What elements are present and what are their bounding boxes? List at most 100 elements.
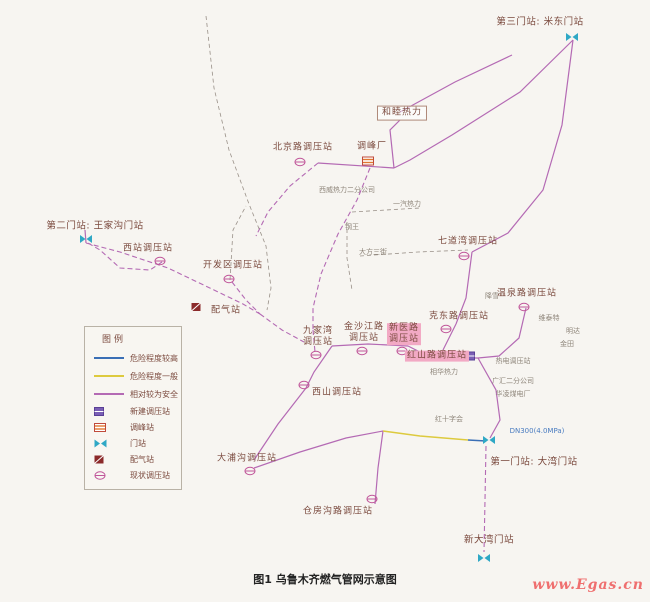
legend-label-high: 危险程度较高 [130,353,178,363]
pipeline-safe [253,430,384,469]
gate-station-icon [483,436,496,445]
existing-station-icon [154,256,166,266]
pipeline-safe [477,307,527,359]
pipeline-safe [389,119,401,169]
label-peiqizhan: 配气站 [210,305,242,316]
label-xishan: 西山调压站 [311,387,363,398]
label-qidaowan: 七道湾调压站 [437,236,499,247]
label-mingda: 明达 [566,326,580,335]
label-hongshan-lu: 红山路调压站 [404,350,470,362]
label-gangwang: 钢王 [345,222,359,231]
label-gate2: 第二门站: 王家沟门站 [46,220,144,232]
label-cangfanggou: 仓房沟路调压站 [302,506,374,517]
gate-station-icon [80,235,93,244]
pipeline-safe [455,251,473,325]
gate-station-icon [566,33,579,42]
label-dn300: DN300(4.0MPa) [509,426,565,435]
medium-risk-line-sample [94,375,124,377]
pipeline-street-dash [351,207,421,213]
pipeline-safe-dash [231,281,261,315]
label-tiaofeng-chang: 调峰厂 [356,141,388,152]
existing-station-icon [223,274,235,284]
existing-station-icon [294,157,306,167]
new-station-icon [94,406,124,416]
pipeline-safe-dash [259,313,305,343]
existing-station-icon [518,302,530,312]
label-wenquan-lu: 温泉路调压站 [496,288,558,299]
legend-row-distribution-station: 配气站 [94,451,181,467]
peak-station-icon [94,422,124,432]
legend-row-peak-station: 调峰站 [94,419,181,435]
label-jinshajiang-lu: 金沙江路 调压站 [343,322,385,343]
legend-row-medium: 危险程度一般 [94,367,181,385]
pipeline-medium [382,430,469,441]
label-hemu-reli: 和睦热力 [376,105,428,121]
pipeline-safe [317,162,395,169]
label-jintian: 金田 [560,339,574,348]
legend-label-distribution-station: 配气站 [130,454,154,464]
existing-station-icon [366,494,378,504]
legend: 图例 危险程度较高 危险程度一般 相对较为安全 新建调压站 调峰站 门站 配气站 [84,326,182,490]
existing-station-icon [298,380,310,390]
pipeline-safe-dash [87,242,163,271]
existing-station-icon [440,324,452,334]
legend-label-peak-station: 调峰站 [130,422,154,432]
existing-station-icon [356,346,368,356]
label-xianghua-reli: 相华热力 [430,367,458,376]
pipeline-street-dash [205,15,272,311]
pipeline-street-dash [359,249,469,257]
label-hualing: 华凌煤电厂 [495,389,531,398]
label-kedong-lu: 克东路调压站 [428,311,490,322]
legend-label-gate-station: 门站 [130,438,146,448]
high-risk-line-sample [94,357,124,359]
pipeline-safe-dash [255,162,319,237]
label-kaifaqu: 开发区调压站 [202,260,264,271]
pipeline-safe [393,39,574,169]
label-jiujiawan: 九家湾 调压站 [302,326,334,347]
legend-row-gate-station: 门站 [94,435,181,451]
pipeline-street-dash [346,222,353,291]
pipeline-safe-dash [85,242,261,315]
legend-label-medium: 危险程度一般 [130,371,178,381]
pipeline-street-dash [229,205,247,281]
label-xizhan: 西站调压站 [122,243,174,254]
pipeline-safe [471,39,574,253]
label-hongshizihui: 红十字会 [435,414,463,423]
safe-line-sample [94,393,124,395]
label-dafang-sanjie: 大方三街 [359,247,387,256]
label-gate3: 第三门站: 米东门站 [496,16,584,28]
legend-row-new-station: 新建调压站 [94,403,181,419]
existing-station-icon [244,466,256,476]
legend-label-safe: 相对较为安全 [130,389,178,399]
label-xinyi-lu: 新医路 调压站 [386,323,422,345]
pipeline-safe-dash [312,167,371,330]
pipeline-safe-dash [483,445,487,553]
distribution-station-icon [94,454,124,464]
legend-label-existing-station: 现状调压站 [130,470,170,480]
pipeline-safe [442,323,457,351]
pipeline-safe [331,343,409,347]
legend-row-existing-station: 现状调压站 [94,467,181,483]
label-jiangxue: 降雪 [485,291,499,300]
label-gate1: 第一门站: 大湾门站 [490,456,578,468]
watermark: www.Egas.cn [532,577,644,593]
label-yiqi-reli: 一汽热力 [393,199,421,208]
legend-row-safe: 相对较为安全 [94,385,181,403]
distribution-station-icon [191,302,201,312]
gate-station-icon [94,439,124,448]
figure-caption: 图1 乌鲁木齐燃气管网示意图 [253,573,397,586]
label-dapugou: 大浦沟调压站 [216,453,278,464]
pipeline-safe-dash [312,329,316,353]
gate-station-icon [478,554,491,563]
legend-title: 图例 [102,335,127,345]
existing-station-icon [94,470,124,480]
peak-station-icon [362,156,374,166]
existing-station-icon [310,350,322,360]
pipeline-safe [374,430,384,505]
pipeline-safe [477,357,501,439]
legend-row-high: 危险程度较高 [94,349,181,367]
pipeline-safe [399,54,513,113]
label-beijing-lu: 北京路调压站 [272,142,334,153]
